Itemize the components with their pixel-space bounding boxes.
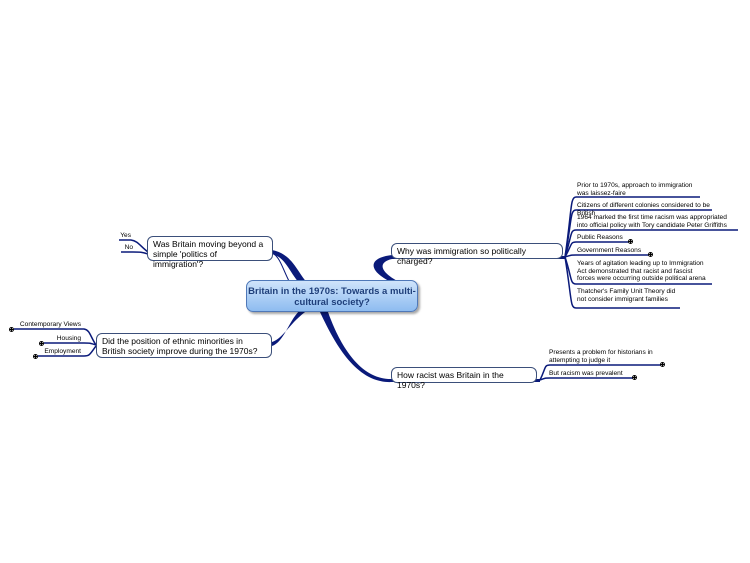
expand-public-reasons-icon[interactable] [628, 239, 633, 244]
line-c3 [564, 241, 630, 258]
expand-housing-icon[interactable] [39, 341, 44, 346]
subtopic-problem-historians-label: Presents a problem for historians in att… [549, 349, 653, 364]
subtopic-1964[interactable]: 1964 marked the first time racism was ap… [574, 214, 740, 229]
central-topic-title: Britain in the 1970s: Towards a multi-cu… [248, 286, 416, 308]
line-c2 [564, 229, 738, 258]
topic-charged-label: Why was immigration so politically charg… [397, 246, 526, 266]
subtopic-yes[interactable]: Yes [110, 232, 134, 240]
line-r0 [539, 364, 662, 381]
subtopic-employment-label: Employment [44, 348, 81, 355]
topic-beyond[interactable]: Was Britain moving beyond a simple 'poli… [147, 236, 273, 269]
subtopic-contemporary-views-label: Contemporary Views [19, 321, 81, 328]
subtopic-racism-prevalent-label: But racism was prevalent [549, 370, 623, 377]
subtopic-employment[interactable]: Employment [36, 348, 84, 356]
subtopic-racism-prevalent[interactable]: But racism was prevalent [546, 370, 632, 378]
subtopic-thatcher-label: Thatcher's Family Unit Theory did not co… [577, 288, 676, 303]
subtopic-no[interactable]: No [112, 244, 136, 252]
subtopic-citizens[interactable]: Citizens of different colonies considere… [574, 202, 714, 217]
topic-racist-label: How racist was Britain in the 1970s? [397, 370, 504, 390]
subtopic-1964-label: 1964 marked the first time racism was ap… [577, 214, 727, 229]
subtopic-laissez-faire-label: Prior to 1970s, approach to immigration … [577, 182, 693, 197]
subtopic-housing-label: Housing [56, 335, 81, 342]
expand-government-reasons-icon[interactable] [648, 252, 653, 257]
subtopic-contemporary-views[interactable]: Contemporary Views [14, 321, 84, 329]
line-yes [119, 239, 149, 253]
central-topic[interactable]: Britain in the 1970s: Towards a multi-cu… [246, 280, 418, 312]
topic-minorities-label: Did the position of ethnic minorities in… [102, 336, 258, 356]
subtopic-laissez-faire[interactable]: Prior to 1970s, approach to immigration … [574, 182, 700, 197]
expand-racism-prevalent-icon[interactable] [632, 375, 637, 380]
line-housing [44, 342, 97, 346]
subtopic-citizens-label: Citizens of different colonies considere… [577, 202, 710, 217]
line-no [121, 251, 149, 255]
line-contemporary [14, 328, 97, 346]
subtopic-housing[interactable]: Housing [40, 335, 84, 343]
subtopic-public-reasons-label: Public Reasons [577, 234, 623, 241]
expand-problem-historians-icon[interactable] [660, 362, 665, 367]
topic-charged[interactable]: Why was immigration so politically charg… [391, 243, 563, 266]
topic-racist[interactable]: How racist was Britain in the 1970s? [391, 367, 537, 390]
subtopic-no-label: No [124, 244, 133, 251]
subtopic-government-reasons-label: Government Reasons [577, 247, 642, 254]
line-c5 [564, 256, 712, 285]
subtopic-thatcher[interactable]: Thatcher's Family Unit Theory did not co… [574, 288, 684, 303]
topic-minorities[interactable]: Did the position of ethnic minorities in… [96, 333, 272, 358]
subtopic-agitation[interactable]: Years of agitation leading up to Immigra… [574, 260, 714, 283]
subtopic-public-reasons[interactable]: Public Reasons [574, 234, 634, 242]
line-c6 [564, 256, 680, 309]
subtopic-problem-historians[interactable]: Presents a problem for historians in att… [546, 349, 664, 364]
subtopic-government-reasons[interactable]: Government Reasons [574, 247, 654, 255]
expand-employment-icon[interactable] [33, 354, 38, 359]
subtopic-agitation-label: Years of agitation leading up to Immigra… [577, 260, 706, 283]
line-c1 [564, 209, 712, 258]
subtopic-yes-label: Yes [120, 232, 131, 239]
expand-contemporary-icon[interactable] [9, 327, 14, 332]
line-c4 [564, 254, 652, 258]
line-r1 [539, 377, 634, 381]
line-employment [38, 345, 97, 357]
topic-beyond-label: Was Britain moving beyond a simple 'poli… [153, 239, 264, 269]
